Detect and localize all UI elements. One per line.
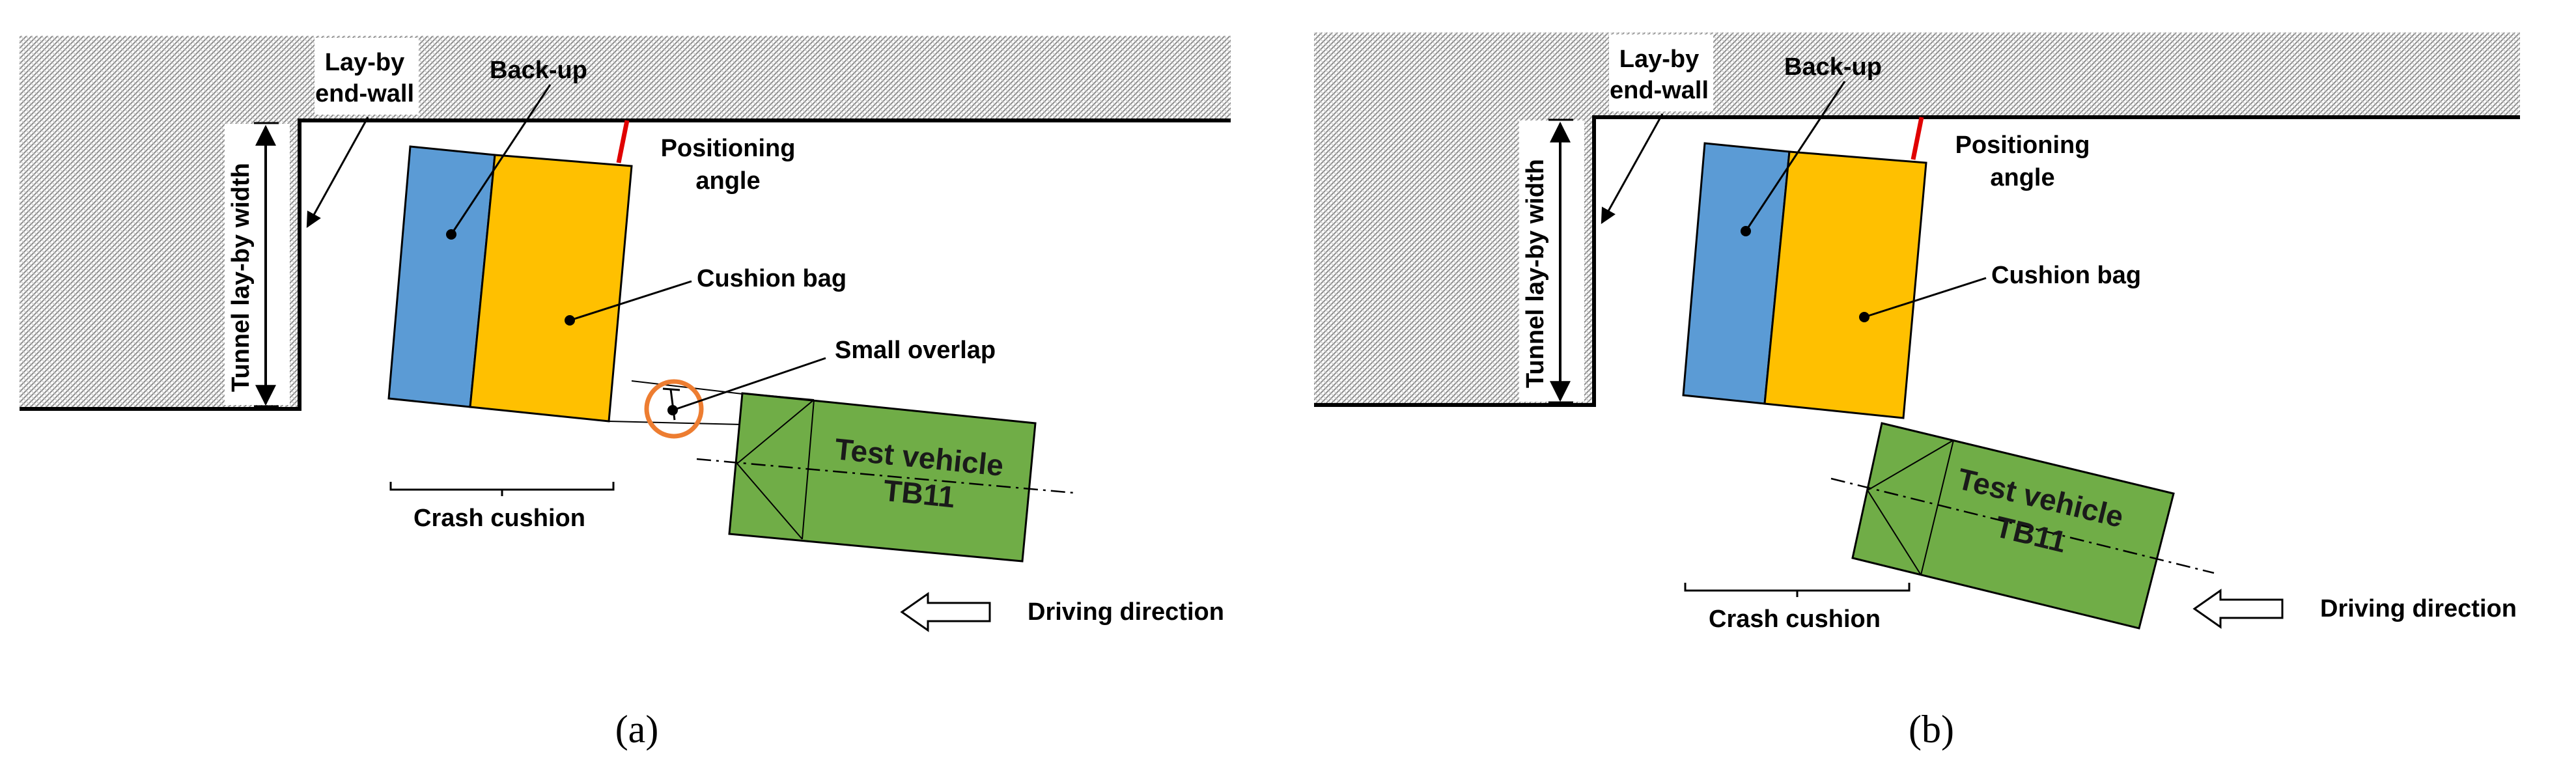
positioning-angle-mark-b (1911, 117, 1924, 160)
panel-b: Tunnel lay-by width Lay-by end-wall Posi… (1314, 33, 2520, 751)
layby-width-dimension: Tunnel lay-by width (225, 122, 290, 408)
positioning-angle-label-b-2: angle (1990, 164, 2054, 191)
crash-cushion-label-b: Crash cushion (1709, 606, 1881, 633)
driving-direction-arrow-b (2192, 589, 2284, 629)
positioning-angle-label-1: Positioning (661, 135, 796, 162)
layby-endwall-label-b-1: Lay-by (1619, 46, 1699, 73)
vehicle-centerline-b (1830, 477, 2215, 574)
vehicle-body (728, 392, 1037, 563)
test-vehicle: Test vehicle TB11 (696, 392, 1075, 563)
crash-cushion-bracket (389, 482, 615, 496)
small-overlap-leader (672, 357, 826, 411)
panel-a: Tunnel lay-by width Lay-by end-wall Posi… (20, 36, 1231, 751)
tunnel-width-label-b: Tunnel lay-by width (1522, 159, 1549, 388)
small-overlap-label: Small overlap (835, 337, 996, 364)
backup-leader (450, 84, 552, 235)
backup-dot-b (1741, 226, 1751, 236)
caption-a: (a) (615, 708, 659, 751)
endwall-pointer (306, 117, 369, 229)
positioning-angle-label-2: angle (695, 167, 760, 195)
test-vehicle-label-2: TB11 (882, 473, 957, 514)
cushion-bottom-guide (608, 421, 743, 425)
endwall-pointer-b (1601, 113, 1664, 225)
cushion-bag-block (469, 154, 633, 423)
layby-endwall-label-b-2: end-wall (1610, 77, 1709, 104)
layby-endwall-label-1: Lay-by (325, 49, 404, 76)
cushion-bag-dot-b (1859, 312, 1869, 322)
crash-cushion-b (1682, 142, 1927, 419)
small-overlap-circle (644, 379, 704, 439)
positioning-angle-mark (616, 120, 630, 163)
tunnel-width-label: Tunnel lay-by width (227, 163, 255, 392)
crash-cushion (387, 145, 633, 423)
positioning-angle-label-b-1: Positioning (1955, 132, 2090, 159)
crash-cushion-label: Crash cushion (413, 505, 585, 532)
cushion-bag-dot (565, 315, 575, 326)
crash-cushion-bracket-b (1684, 583, 1911, 597)
cushion-bag-leader-b (1864, 277, 1987, 318)
layby-endwall-label-2: end-wall (315, 80, 414, 107)
backup-leader-b (1744, 81, 1846, 232)
backup-dot (446, 229, 456, 240)
caption-b: (b) (1909, 708, 1954, 751)
test-vehicle-b: Test vehicle TB11 (1830, 422, 2215, 630)
layby-width-dimension-b: Tunnel lay-by width (1519, 119, 1584, 404)
driving-direction-arrow (900, 592, 991, 632)
cushion-bag-label: Cushion bag (697, 265, 847, 292)
cushion-bag-leader (569, 280, 692, 322)
cushion-bag-block-b (1763, 150, 1927, 419)
driving-direction-label-b: Driving direction (2320, 595, 2517, 622)
backup-label-b: Back-up (1784, 53, 1882, 81)
backup-label: Back-up (490, 57, 587, 84)
vehicle-body-b (1851, 422, 2175, 630)
cushion-bag-label-b: Cushion bag (1991, 262, 2141, 289)
driving-direction-label: Driving direction (1028, 598, 1224, 626)
vehicle-centerline (696, 458, 1075, 494)
